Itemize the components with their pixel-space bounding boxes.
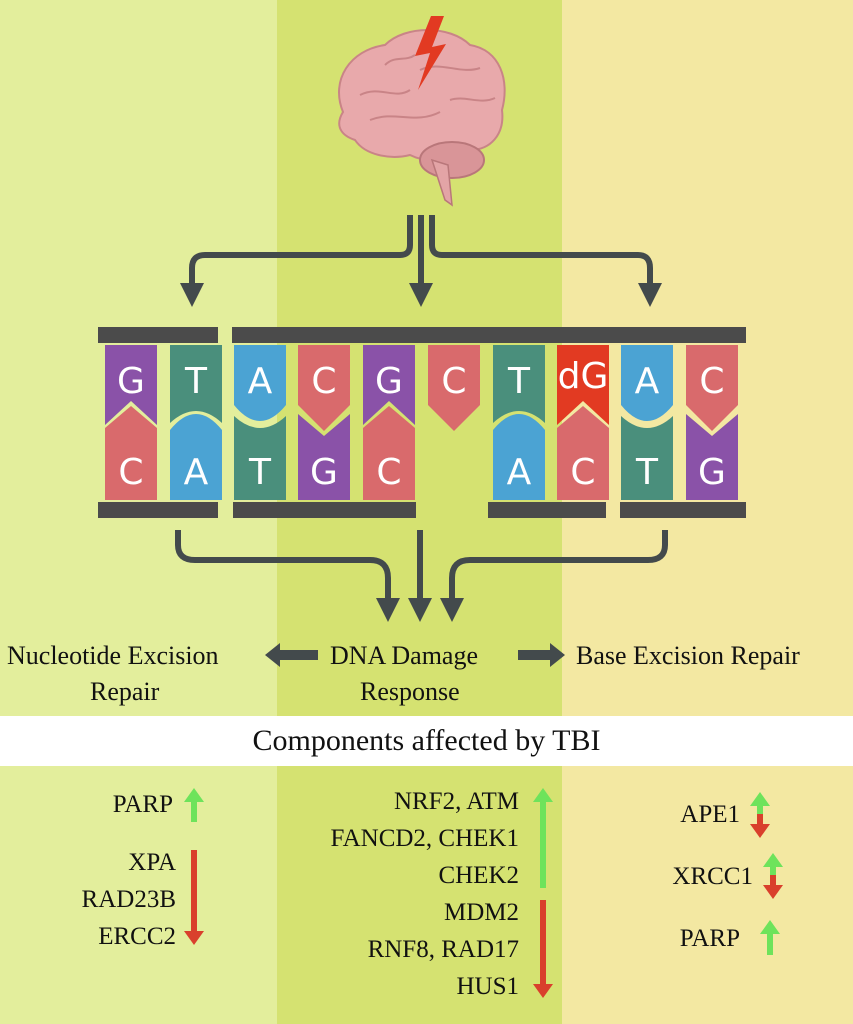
gene-mid-1: FANCD2, CHEK1	[330, 825, 519, 852]
regulation-arrows	[184, 788, 783, 998]
right-ape1-down-down-arrow-icon	[750, 824, 770, 838]
base-bottom-9	[686, 414, 738, 500]
left-group-shaft	[191, 850, 197, 933]
base-top-3	[298, 345, 350, 431]
base-top-letter-5: C	[441, 361, 466, 402]
base-top-1	[170, 345, 222, 423]
base-bottom-letter-3: G	[310, 452, 338, 493]
base-top-letter-6: T	[507, 361, 531, 402]
right-ape1-up-shaft	[757, 804, 763, 814]
base-bottom-letter-7: C	[570, 452, 595, 493]
base-top-letter-3: C	[311, 361, 336, 402]
brainstem-icon	[430, 158, 453, 207]
arrow-from-left	[175, 530, 400, 622]
right-ape1-down-shaft	[757, 814, 763, 826]
gene-left-0: PARP	[112, 791, 173, 818]
base-bottom-6	[493, 414, 545, 500]
dna-to-pathway-arrows	[175, 530, 668, 622]
right-xrcc1-up-shaft	[770, 865, 776, 875]
base-top-letter-7: dG	[558, 356, 609, 397]
gene-right-0: APE1	[680, 801, 740, 828]
base-top-2	[234, 345, 286, 421]
base-bottom-letter-6: A	[507, 452, 532, 493]
backbone-top-2	[232, 327, 746, 343]
base-bottom-letter-1: A	[184, 452, 209, 493]
ddr-label-line1: DNA Damage	[330, 641, 479, 670]
right-xrcc1-down-down-arrow-icon	[763, 885, 783, 899]
base-top-letter-9: C	[699, 361, 724, 402]
backbone-bottom-4	[620, 502, 746, 518]
brain-icon	[338, 29, 506, 207]
base-bottom-letter-2: T	[248, 452, 272, 493]
base-bottom-0	[105, 406, 157, 500]
mid-down-group-down-arrow-icon	[533, 984, 553, 998]
section-title: Components affected by TBI	[252, 724, 601, 757]
right-ape1-up-up-arrow-icon	[750, 792, 770, 806]
gene-left-1: XPA	[128, 849, 176, 876]
base-bottom-7	[557, 406, 609, 500]
left-parp-shaft	[191, 800, 197, 822]
arrow-from-right	[440, 530, 668, 622]
arrow-to-ber-icon	[518, 643, 565, 667]
base-top-6	[493, 345, 545, 423]
ber-label: Base Excision Repair	[576, 641, 800, 670]
gene-left-3: ERCC2	[98, 923, 176, 950]
lightning-icon	[415, 16, 446, 90]
gene-mid-0: NRF2, ATM	[393, 788, 519, 815]
right-xrcc1-down-shaft	[770, 875, 776, 887]
right-parp-shaft	[767, 932, 773, 955]
backbone-bottom-1	[98, 502, 218, 518]
base-top-9	[686, 345, 738, 431]
gene-right-2: PARP	[679, 925, 740, 952]
base-top-4	[363, 345, 415, 425]
base-bottom-4	[363, 406, 415, 500]
backbone-bottom-2	[233, 502, 416, 518]
base-top-letter-8: A	[635, 361, 660, 402]
base-top-7	[557, 345, 609, 425]
cerebellum-icon	[419, 141, 485, 179]
base-top-0	[105, 345, 157, 425]
mid-up-group-shaft	[540, 800, 546, 888]
base-bottom-2	[234, 416, 286, 500]
base-top-letter-1: T	[184, 361, 208, 402]
backbone-bottom-3	[488, 502, 606, 518]
gene-right-1: XRCC1	[672, 863, 753, 890]
gene-mid-5: HUS1	[456, 973, 519, 1000]
base-top-letter-0: G	[117, 361, 145, 402]
gene-mid-2: CHEK2	[438, 862, 519, 889]
backbone-top-1	[98, 327, 218, 343]
base-bottom-8	[621, 416, 673, 500]
base-bottom-letter-0: C	[118, 452, 143, 493]
right-parp-up-arrow-icon	[760, 920, 780, 934]
gene-left-2: RAD23B	[81, 886, 176, 913]
arrow-to-left	[180, 215, 413, 307]
base-bottom-letter-9: G	[698, 452, 726, 493]
dna-backbones	[98, 327, 746, 518]
base-top-8	[621, 345, 673, 421]
arrow-to-right	[429, 215, 662, 307]
left-parp-up-arrow-icon	[184, 788, 204, 802]
base-bottom-letter-4: C	[376, 452, 401, 493]
base-bottom-1	[170, 414, 222, 500]
ner-label-line1: Nucleotide Excision	[7, 641, 219, 670]
mid-up-group-up-arrow-icon	[533, 788, 553, 802]
gene-mid-3: MDM2	[443, 899, 519, 926]
mid-down-group-shaft	[540, 900, 546, 986]
pathway-arrows	[265, 643, 565, 667]
gene-mid-4: RNF8, RAD17	[367, 936, 519, 963]
base-top-5	[428, 345, 480, 431]
ddr-label-line2: Response	[360, 677, 460, 706]
base-bottom-letter-8: T	[635, 452, 659, 493]
base-bottom-3	[298, 414, 350, 500]
ner-label-line2: Repair	[90, 677, 160, 706]
left-group-down-arrow-icon	[184, 931, 204, 945]
base-top-letter-4: G	[375, 361, 403, 402]
brain-to-dna-arrows	[180, 215, 662, 307]
base-top-letter-2: A	[248, 361, 273, 402]
right-xrcc1-up-up-arrow-icon	[763, 853, 783, 867]
title-band	[0, 716, 853, 766]
arrow-to-ner-icon	[265, 643, 318, 667]
